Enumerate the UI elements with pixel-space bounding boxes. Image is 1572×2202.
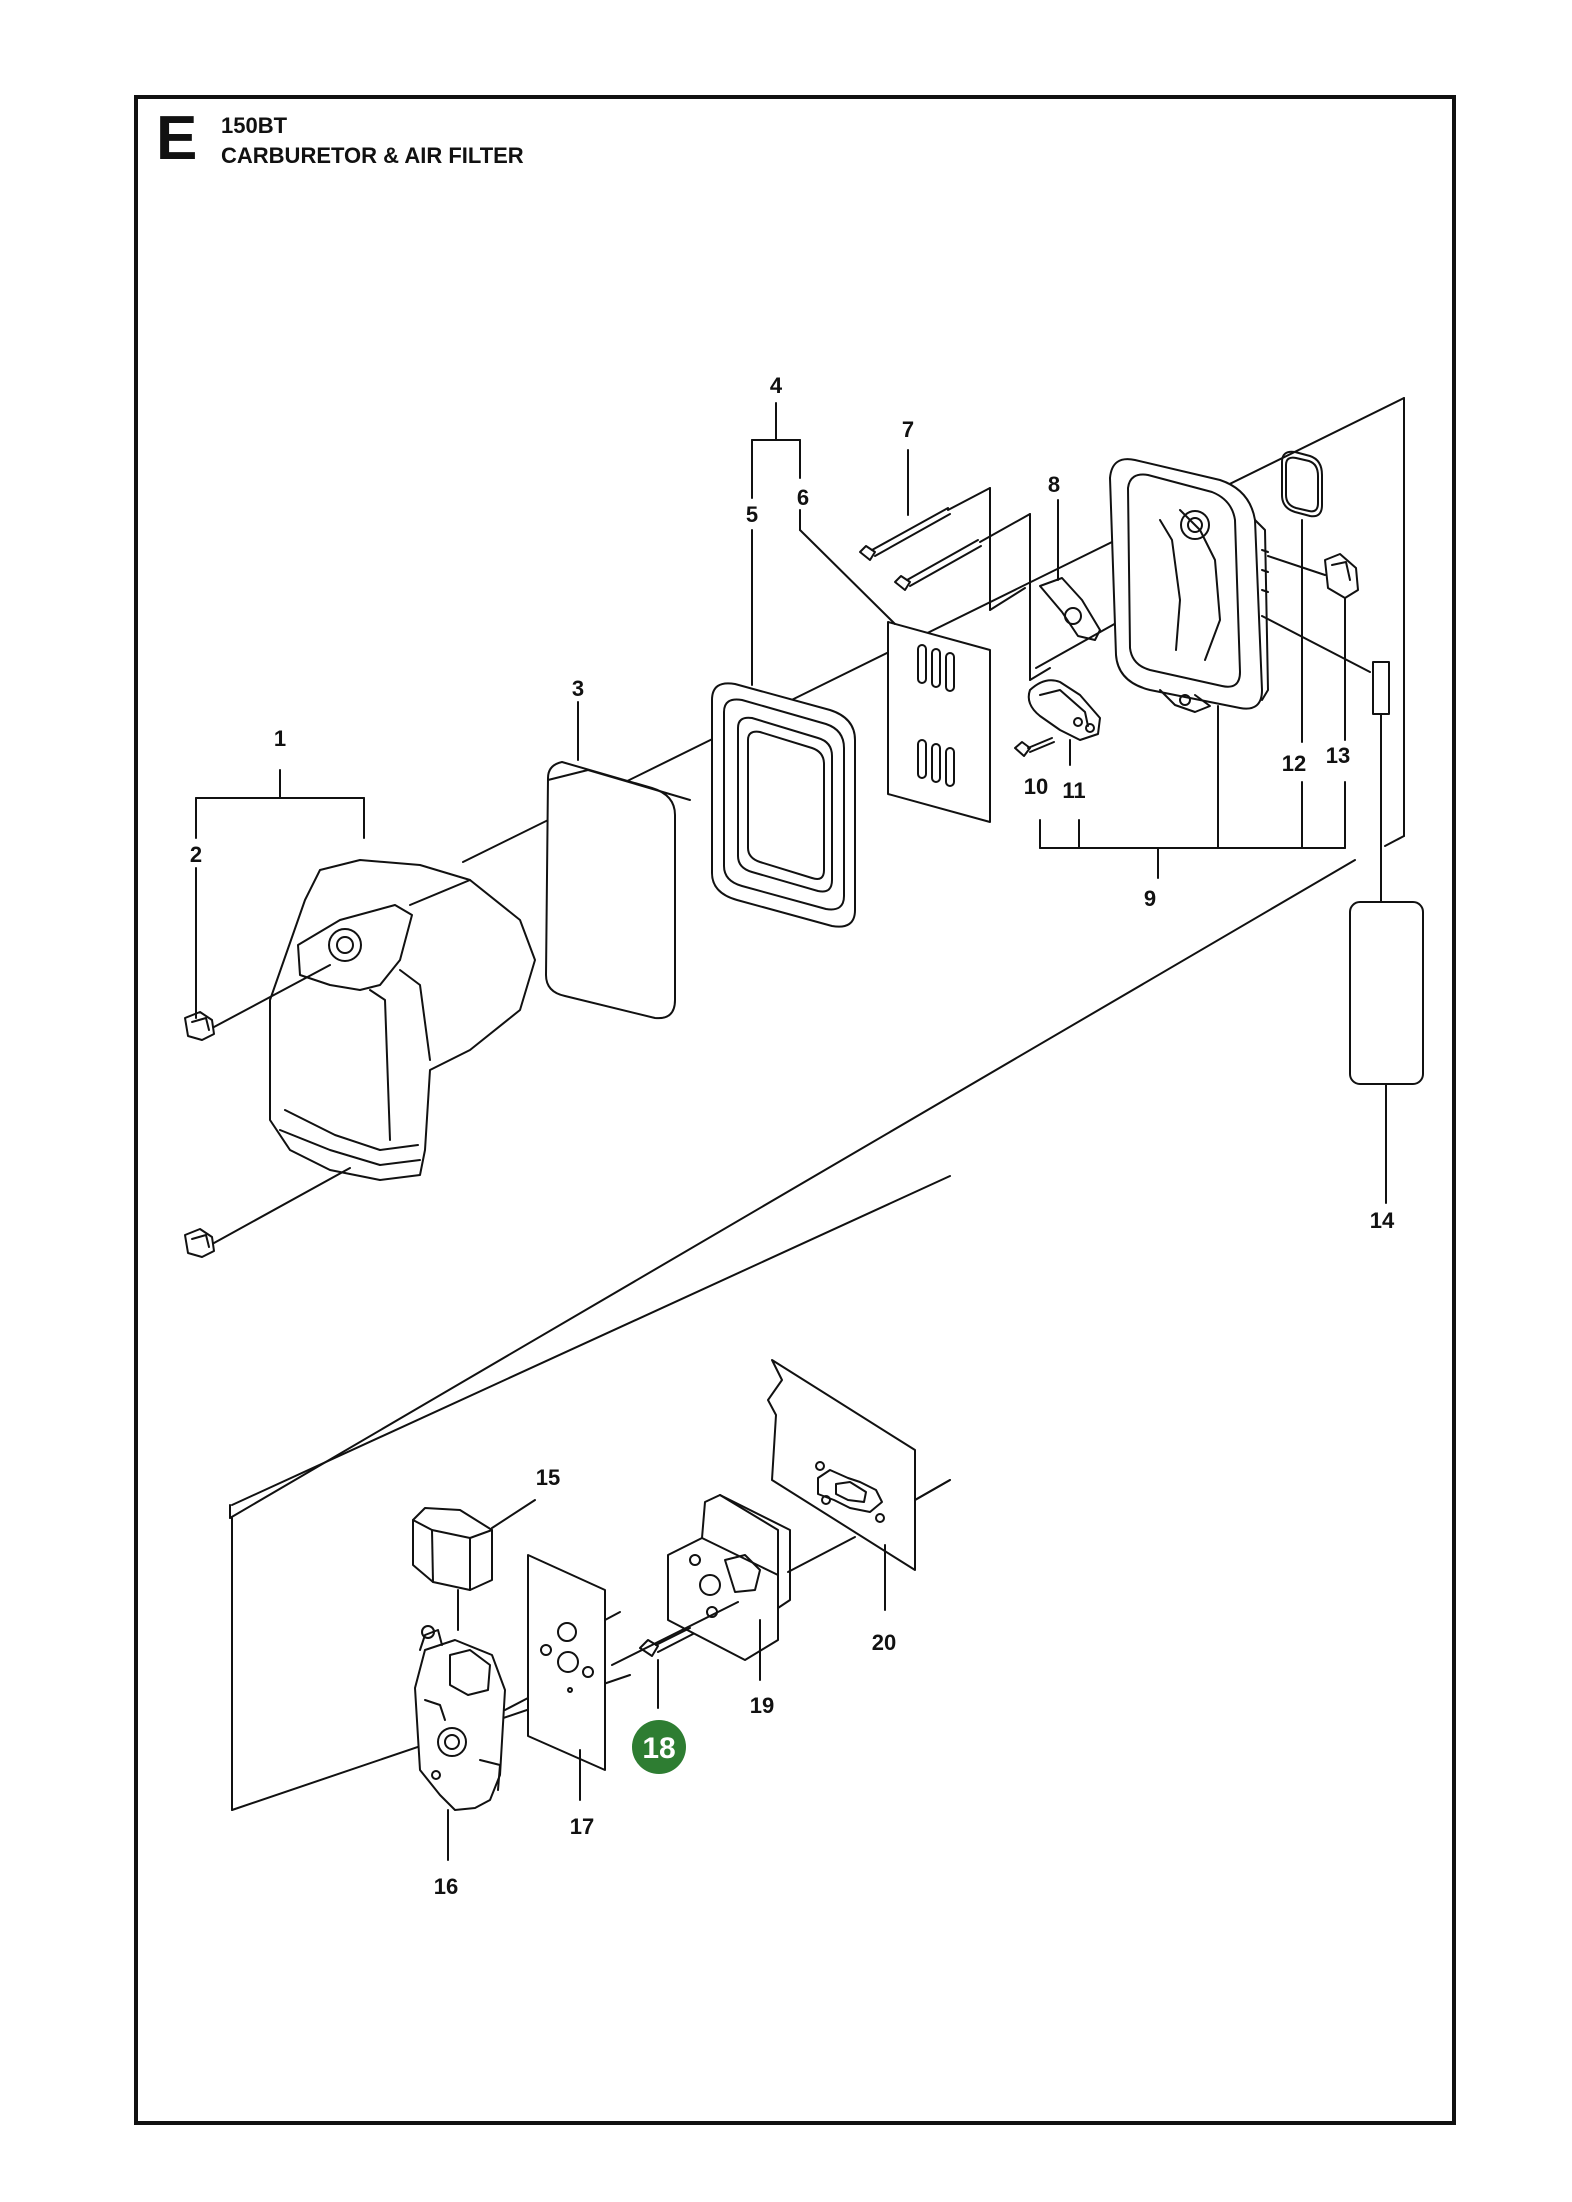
- model-name: 150BT: [221, 113, 288, 138]
- callout-19: 19: [750, 1693, 774, 1718]
- small-screw[interactable]: [1014, 621, 1119, 757]
- callout-11: 11: [1062, 778, 1085, 803]
- decal[interactable]: [1349, 661, 1424, 1204]
- callout-4-5-6-leader: [751, 402, 896, 686]
- callout-14: 14: [1370, 1208, 1395, 1233]
- callout-8: 8: [1048, 472, 1060, 497]
- callout-5: 5: [746, 502, 758, 527]
- carburetor-cap[interactable]: [412, 1499, 536, 1631]
- filter-frame[interactable]: [711, 682, 856, 928]
- intake-adapter[interactable]: [667, 1494, 856, 1681]
- highlighted-screw[interactable]: [611, 1601, 739, 1709]
- upper-assembly-outline: [229, 397, 1405, 1811]
- callout-9: 9: [1144, 886, 1156, 911]
- callout-18-highlight[interactable]: [632, 1720, 686, 1774]
- callout-7: 7: [902, 417, 914, 442]
- cover-knob-lower[interactable]: [184, 1167, 351, 1258]
- callout-3: 3: [572, 676, 584, 701]
- air-filter-cover[interactable]: [269, 859, 536, 1181]
- callout-18: 18: [642, 1732, 675, 1765]
- choke-lever[interactable]: [1039, 499, 1101, 641]
- diagram-frame: [134, 95, 1456, 2125]
- air-filter-element[interactable]: [545, 701, 691, 1020]
- callout-2: 2: [190, 842, 202, 867]
- intake-gasket[interactable]: [767, 1359, 951, 1611]
- long-screws[interactable]: [859, 449, 1051, 681]
- callout-1: 1: [274, 726, 286, 751]
- callout-4: 4: [770, 373, 783, 398]
- carburetor-gasket[interactable]: [527, 1554, 621, 1801]
- callout-10: 10: [1024, 774, 1048, 799]
- callout-9-leader: [1039, 705, 1346, 879]
- callout-1-2-leader: [195, 769, 365, 1019]
- air-filter-housing[interactable]: [1109, 458, 1269, 713]
- filter-plate[interactable]: [887, 621, 991, 823]
- diagram-title: CARBURETOR & AIR FILTER: [221, 143, 524, 168]
- choke-bracket[interactable]: [1027, 679, 1101, 766]
- callout-17: 17: [570, 1814, 594, 1839]
- intake-leader: [914, 1479, 951, 1501]
- callout-12: 12: [1282, 751, 1306, 776]
- callout-16: 16: [434, 1874, 458, 1899]
- section-letter: E: [156, 104, 198, 173]
- callout-15: 15: [536, 1465, 560, 1490]
- carburetor[interactable]: [414, 1625, 529, 1861]
- cover-knob-upper[interactable]: [184, 964, 331, 1041]
- o-ring[interactable]: [1281, 450, 1323, 743]
- housing-knob[interactable]: [1261, 553, 1371, 741]
- callout-13: 13: [1326, 743, 1350, 768]
- callout-6: 6: [797, 485, 809, 510]
- callout-20: 20: [872, 1630, 896, 1655]
